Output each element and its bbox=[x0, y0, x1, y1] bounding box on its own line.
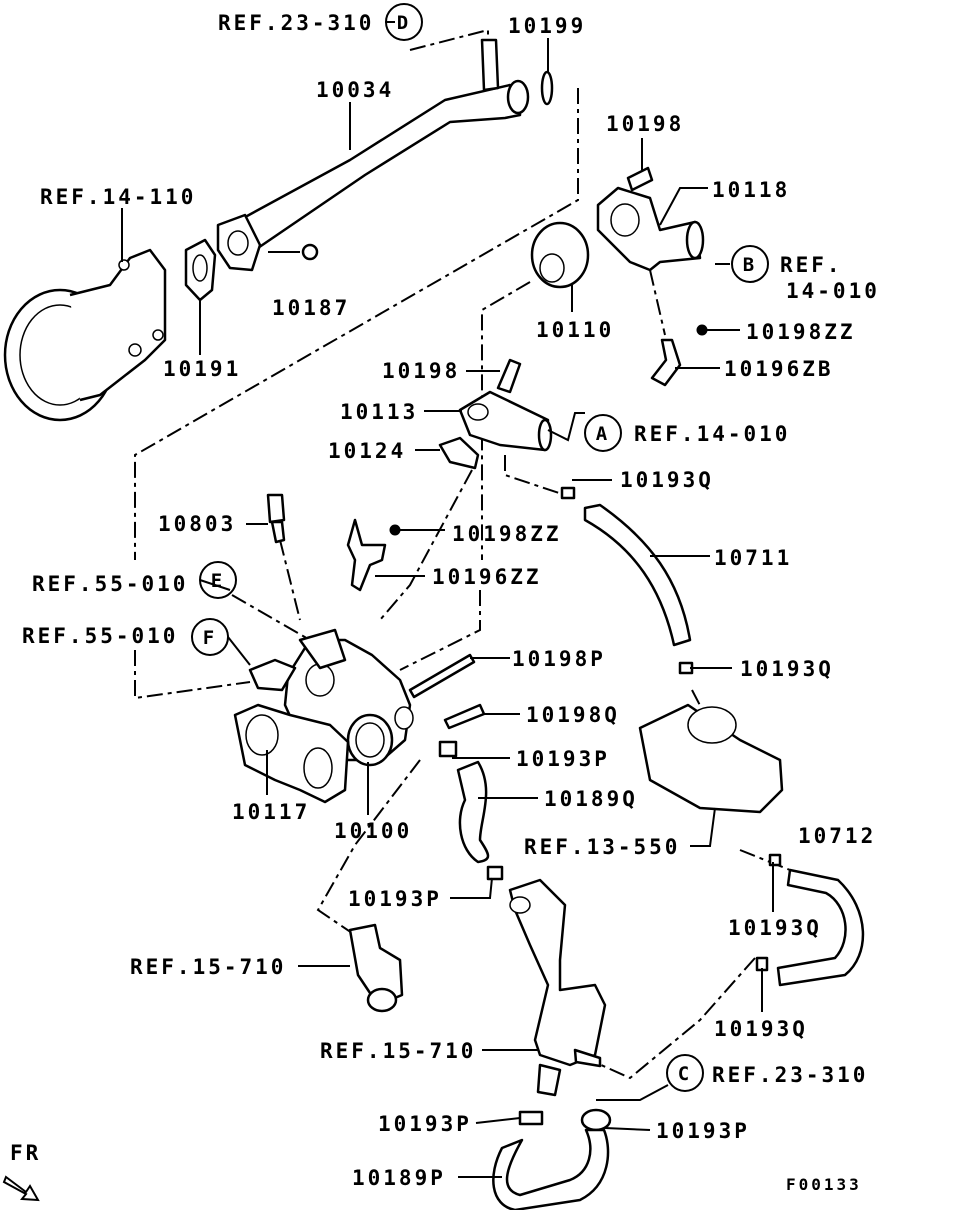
label-10193p-1: 10193P bbox=[516, 747, 610, 771]
callout-d-circle bbox=[385, 3, 423, 41]
ref-labels: REF.23-310 REF.14-110 REF. 14-010 REF.14… bbox=[22, 11, 880, 1087]
part-labels: 10034 10199 10198 10118 10187 10191 1011… bbox=[158, 14, 876, 1190]
ref-23-310-c: REF.23-310 bbox=[712, 1063, 868, 1087]
callout-b: B bbox=[743, 254, 757, 276]
nut-10187 bbox=[301, 243, 319, 261]
label-10100: 10100 bbox=[334, 819, 412, 843]
bolt-10198q bbox=[443, 703, 486, 730]
callout-a-circle bbox=[584, 414, 622, 452]
label-10198-mid: 10198 bbox=[382, 359, 460, 383]
label-10193q-4: 10193Q bbox=[714, 1017, 808, 1041]
ref-15-710-upper: REF.15-710 bbox=[130, 955, 286, 979]
ref-14-110: REF.14-110 bbox=[40, 185, 196, 209]
label-10189p: 10189P bbox=[352, 1166, 446, 1190]
label-10199: 10199 bbox=[508, 14, 586, 38]
hose-10712 bbox=[776, 868, 865, 987]
clamp-10193p-4 bbox=[580, 1108, 612, 1132]
label-10193p-4: 10193P bbox=[656, 1119, 750, 1143]
leader-lines bbox=[121, 21, 774, 1178]
callout-c: C bbox=[678, 1063, 692, 1085]
reference-lines bbox=[134, 28, 791, 1080]
label-10193q-3: 10193Q bbox=[728, 916, 822, 940]
label-10803: 10803 bbox=[158, 512, 236, 536]
hose-10189p bbox=[492, 1128, 610, 1210]
thermostat-10110 bbox=[530, 221, 590, 289]
gasket-10124 bbox=[438, 436, 480, 470]
label-10113: 10113 bbox=[340, 400, 418, 424]
callout-f: F bbox=[203, 627, 217, 649]
ref-55-010-e: REF.55-010 bbox=[32, 572, 188, 596]
hose-10711 bbox=[583, 503, 692, 647]
callout-d: D bbox=[397, 12, 411, 34]
clamp-10193p-2 bbox=[486, 865, 504, 881]
gasket-10117 bbox=[233, 703, 350, 804]
water-pipe-10034 bbox=[216, 38, 530, 272]
clamp-10193q-3 bbox=[768, 853, 782, 867]
label-10117: 10117 bbox=[232, 800, 310, 824]
ref-14-010-b-line1: REF. bbox=[780, 253, 843, 277]
label-10118: 10118 bbox=[712, 178, 790, 202]
fitting-10113 bbox=[458, 390, 553, 452]
bracket-10196zb bbox=[650, 338, 682, 387]
bolt-10198-mid bbox=[496, 358, 522, 394]
label-10711: 10711 bbox=[714, 546, 792, 570]
ref-13-550: REF.13-550 bbox=[524, 835, 680, 859]
bolt-10198p bbox=[408, 653, 476, 699]
label-10193p-2: 10193P bbox=[348, 887, 442, 911]
fr-label: FR bbox=[10, 1141, 41, 1165]
intake-part bbox=[638, 703, 784, 814]
o-ring-10199 bbox=[540, 70, 554, 106]
clamp-10193p-1 bbox=[438, 740, 458, 758]
label-10198zz-lower: 10198ZZ bbox=[452, 522, 562, 546]
clamp-10193q-1 bbox=[560, 486, 576, 500]
label-10124: 10124 bbox=[328, 439, 406, 463]
callout-a: A bbox=[596, 423, 610, 445]
bolt-10198zz-lower bbox=[389, 524, 401, 536]
callout-c-circle bbox=[666, 1054, 704, 1092]
orientation-marker: FR bbox=[2, 1141, 41, 1202]
callout-e-circle bbox=[199, 561, 237, 599]
label-10110: 10110 bbox=[536, 318, 614, 342]
engine-case bbox=[3, 248, 167, 422]
label-10189q: 10189Q bbox=[544, 787, 638, 811]
label-10193q-1: 10193Q bbox=[620, 468, 714, 492]
label-10198q: 10198Q bbox=[526, 703, 620, 727]
callout-e: E bbox=[211, 570, 225, 592]
label-10034: 10034 bbox=[316, 78, 394, 102]
label-10712: 10712 bbox=[798, 824, 876, 848]
ref-23-310-top: REF.23-310 bbox=[218, 11, 374, 35]
ref-15-710-lower: REF.15-710 bbox=[320, 1039, 476, 1063]
label-10187: 10187 bbox=[272, 296, 350, 320]
label-10196zz: 10196ZZ bbox=[432, 565, 542, 589]
label-10191: 10191 bbox=[163, 357, 241, 381]
callout-f-circle bbox=[191, 618, 229, 656]
callout-b-circle bbox=[731, 245, 769, 283]
label-10193q-2: 10193Q bbox=[740, 657, 834, 681]
fr-arrow-icon bbox=[2, 1175, 40, 1202]
callouts: D B A E F C bbox=[191, 3, 769, 1092]
label-10196zb: 10196ZB bbox=[724, 357, 834, 381]
figure-code: F00133 bbox=[786, 1175, 862, 1194]
parts bbox=[3, 38, 865, 1210]
bracket-10196zz bbox=[346, 518, 387, 592]
clamp-10193p-3 bbox=[518, 1110, 544, 1126]
label-10193p-3: 10193P bbox=[378, 1112, 472, 1136]
ref-14-010-a: REF.14-010 bbox=[634, 422, 790, 446]
label-10198-top: 10198 bbox=[606, 112, 684, 136]
sensor-10803 bbox=[266, 493, 286, 544]
label-10198p: 10198P bbox=[512, 647, 606, 671]
label-10198zz-upper: 10198ZZ bbox=[746, 320, 856, 344]
thermostat-case-10118 bbox=[596, 186, 705, 272]
ref-14-010-b-line2: 14-010 bbox=[786, 279, 880, 303]
bolt-10198-top bbox=[626, 166, 654, 192]
ref-55-010-f: REF.55-010 bbox=[22, 624, 178, 648]
pipe-ref-15-710-lower bbox=[508, 878, 607, 1097]
pipe-ref-15-710-upper bbox=[348, 923, 404, 1013]
hose-10189q bbox=[456, 760, 490, 864]
